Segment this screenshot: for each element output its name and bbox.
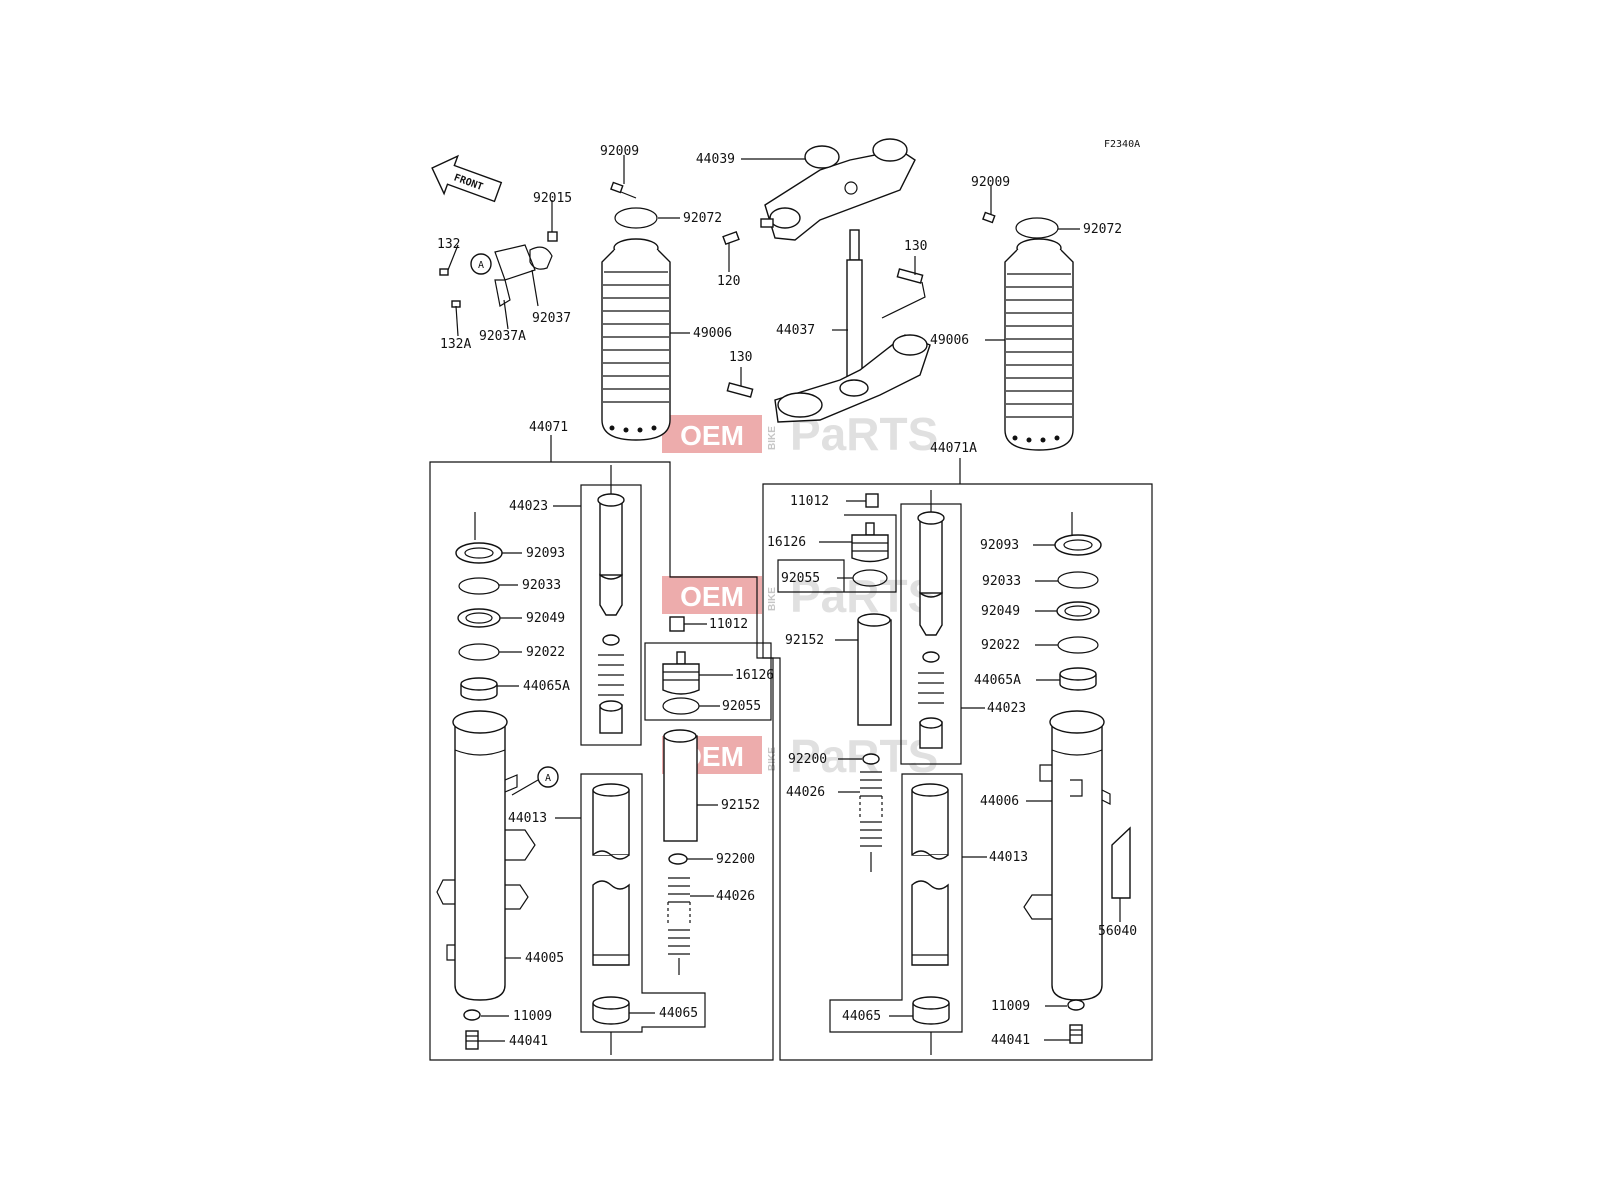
left-collar-label: 92152	[721, 798, 760, 813]
bracket-bolt-label: 120	[717, 274, 740, 289]
part-132: 132	[437, 237, 460, 252]
right-ring-92033: 92033	[982, 574, 1021, 589]
ref-letter-a: A	[478, 260, 484, 271]
right-fork-assembly: 44071A 11012 16126 92055 92152 92200 440…	[762, 441, 1153, 1061]
watermark-oem-text: OEM	[680, 581, 744, 612]
watermark-oem-text: OEM	[680, 420, 744, 451]
left-boot-label: 49006	[693, 326, 732, 341]
right-collar-label: 92152	[785, 633, 824, 648]
right-boot-group: 92009 92072 49006	[930, 175, 1122, 451]
left-boot-group: 92009 92072 49006	[600, 144, 732, 441]
right-inner-pipe-label: 44023	[987, 701, 1026, 716]
right-oring-label: 92055	[781, 571, 820, 586]
left-bush-44065a: 44065A	[523, 679, 570, 694]
right-seal-92093: 92093	[980, 538, 1019, 553]
watermark-mid: OEM BIKE PaRTS	[662, 570, 938, 622]
watermark-bike-text: BIKE	[767, 426, 778, 450]
left-bolt-label: 44041	[509, 1034, 548, 1049]
left-ring-92033: 92033	[522, 578, 561, 593]
right-bush-44065a: 44065A	[974, 673, 1021, 688]
part-132a: 132A	[440, 337, 471, 352]
left-spring-label: 44026	[716, 889, 755, 904]
steering-stem-group: 44039 120 44037 130 130	[696, 138, 931, 423]
right-cap-bolt-label: 11012	[790, 494, 829, 509]
right-assembly-label: 44071A	[930, 441, 977, 456]
left-bush-44065: 44065	[659, 1006, 698, 1021]
right-boot-label: 49006	[930, 333, 969, 348]
right-washer-92022: 92022	[981, 638, 1020, 653]
watermark-bike-text: BIKE	[767, 587, 778, 611]
left-seal-92093: 92093	[526, 546, 565, 561]
left-boot-clamp: 92072	[683, 211, 722, 226]
left-oring-label: 92055	[722, 699, 761, 714]
right-bush-44065: 44065	[842, 1009, 881, 1024]
left-boot-bolt: 92009	[600, 144, 639, 159]
left-piston-label: 16126	[735, 668, 774, 683]
watermark-parts-text: PaRTS	[790, 570, 938, 622]
right-cylinder-label: 44013	[989, 850, 1028, 865]
left-cap-bolt-label: 11012	[709, 617, 748, 632]
left-gasket-label: 11009	[513, 1009, 552, 1024]
diagram-code: F2340A	[1104, 139, 1140, 150]
right-piston-label: 16126	[767, 535, 806, 550]
right-boot-bolt: 92009	[971, 175, 1010, 190]
upper-bracket-label: 44039	[696, 152, 735, 167]
right-outer-tube-label: 44006	[980, 794, 1019, 809]
right-guard-label: 56040	[1098, 924, 1137, 939]
right-seal-92049: 92049	[981, 604, 1020, 619]
left-fork-assembly: 44071 44023 92093 92033 92049 92022 440	[429, 420, 774, 1061]
cable-clamp-cluster: A 132 132A 92015 92037 92037A	[437, 191, 572, 352]
part-92015: 92015	[533, 191, 572, 206]
right-boot-clamp: 92072	[1083, 222, 1122, 237]
front-arrow-icon: FRONT	[431, 154, 503, 203]
stem-bolt-lower-label: 130	[729, 350, 752, 365]
part-92037a: 92037A	[479, 329, 526, 344]
stem-label: 44037	[776, 323, 815, 338]
right-washer-92200: 92200	[788, 752, 827, 767]
left-assembly-label: 44071	[529, 420, 568, 435]
left-washer-92022: 92022	[526, 645, 565, 660]
left-outer-tube-label: 44005	[525, 951, 564, 966]
right-spring-label: 44026	[786, 785, 825, 800]
stem-bolt-upper-label: 130	[904, 239, 927, 254]
left-cylinder-label: 44013	[508, 811, 547, 826]
left-inner-pipe-label: 44023	[509, 499, 548, 514]
part-92037: 92037	[532, 311, 571, 326]
right-bolt-label: 44041	[991, 1033, 1030, 1048]
left-boot	[601, 238, 671, 441]
right-gasket-label: 11009	[991, 999, 1030, 1014]
right-boot	[1004, 238, 1074, 451]
left-seal-92049: 92049	[526, 611, 565, 626]
left-washer-92200: 92200	[716, 852, 755, 867]
ref-letter-a-left: A	[545, 773, 551, 784]
